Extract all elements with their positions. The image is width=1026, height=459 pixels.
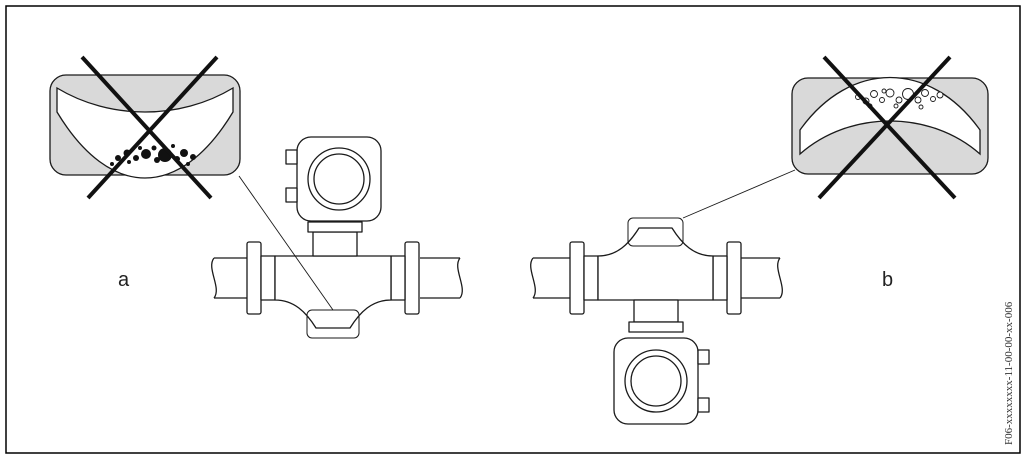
neck-collar-a [307, 221, 363, 233]
figure-code: F06-xxxxxxxx-11-00-00-xx-006 [1003, 301, 1015, 445]
cross-stroke-a2 [86, 55, 219, 200]
leader-line-b [682, 169, 796, 219]
meter-b [530, 217, 783, 425]
pipe-right-a [420, 257, 463, 299]
cable-gland-bottom-a [285, 187, 298, 203]
flange-right-a [404, 241, 420, 315]
cable-gland-top-b [697, 349, 710, 365]
connector-right-b [712, 255, 728, 301]
label-a: a [118, 269, 130, 291]
display-ring-inner-a [313, 153, 365, 205]
inset-a [49, 55, 241, 200]
pipe-right-b [741, 257, 783, 299]
pipe-left-a [211, 257, 247, 299]
neck-b [633, 299, 679, 323]
meter-body-a [274, 255, 392, 329]
neck-a [312, 231, 358, 257]
cross-stroke-b1 [822, 55, 957, 200]
connector-left-a [260, 255, 276, 301]
neck-collar-b [628, 321, 684, 333]
cross-stroke-a1 [80, 55, 213, 200]
leader-line-a [238, 175, 334, 311]
inset-pipe-section-b [799, 76, 981, 156]
highlight-spot-b [627, 217, 684, 247]
label-b: b [882, 269, 893, 291]
flange-right-b [726, 241, 742, 315]
cable-gland-bottom-b [697, 397, 710, 413]
flange-left-b [569, 241, 585, 315]
connector-left-b [583, 255, 599, 301]
meter-body-b [597, 227, 714, 301]
inset-b [791, 55, 989, 200]
meter-a [211, 136, 463, 339]
cross-stroke-b2 [817, 55, 952, 200]
flange-left-a [246, 241, 262, 315]
connector-right-a [390, 255, 406, 301]
pipe-left-b [530, 257, 570, 299]
figure-frame [5, 5, 1021, 454]
display-ring-inner-b [630, 355, 682, 407]
cable-gland-top-a [285, 149, 298, 165]
